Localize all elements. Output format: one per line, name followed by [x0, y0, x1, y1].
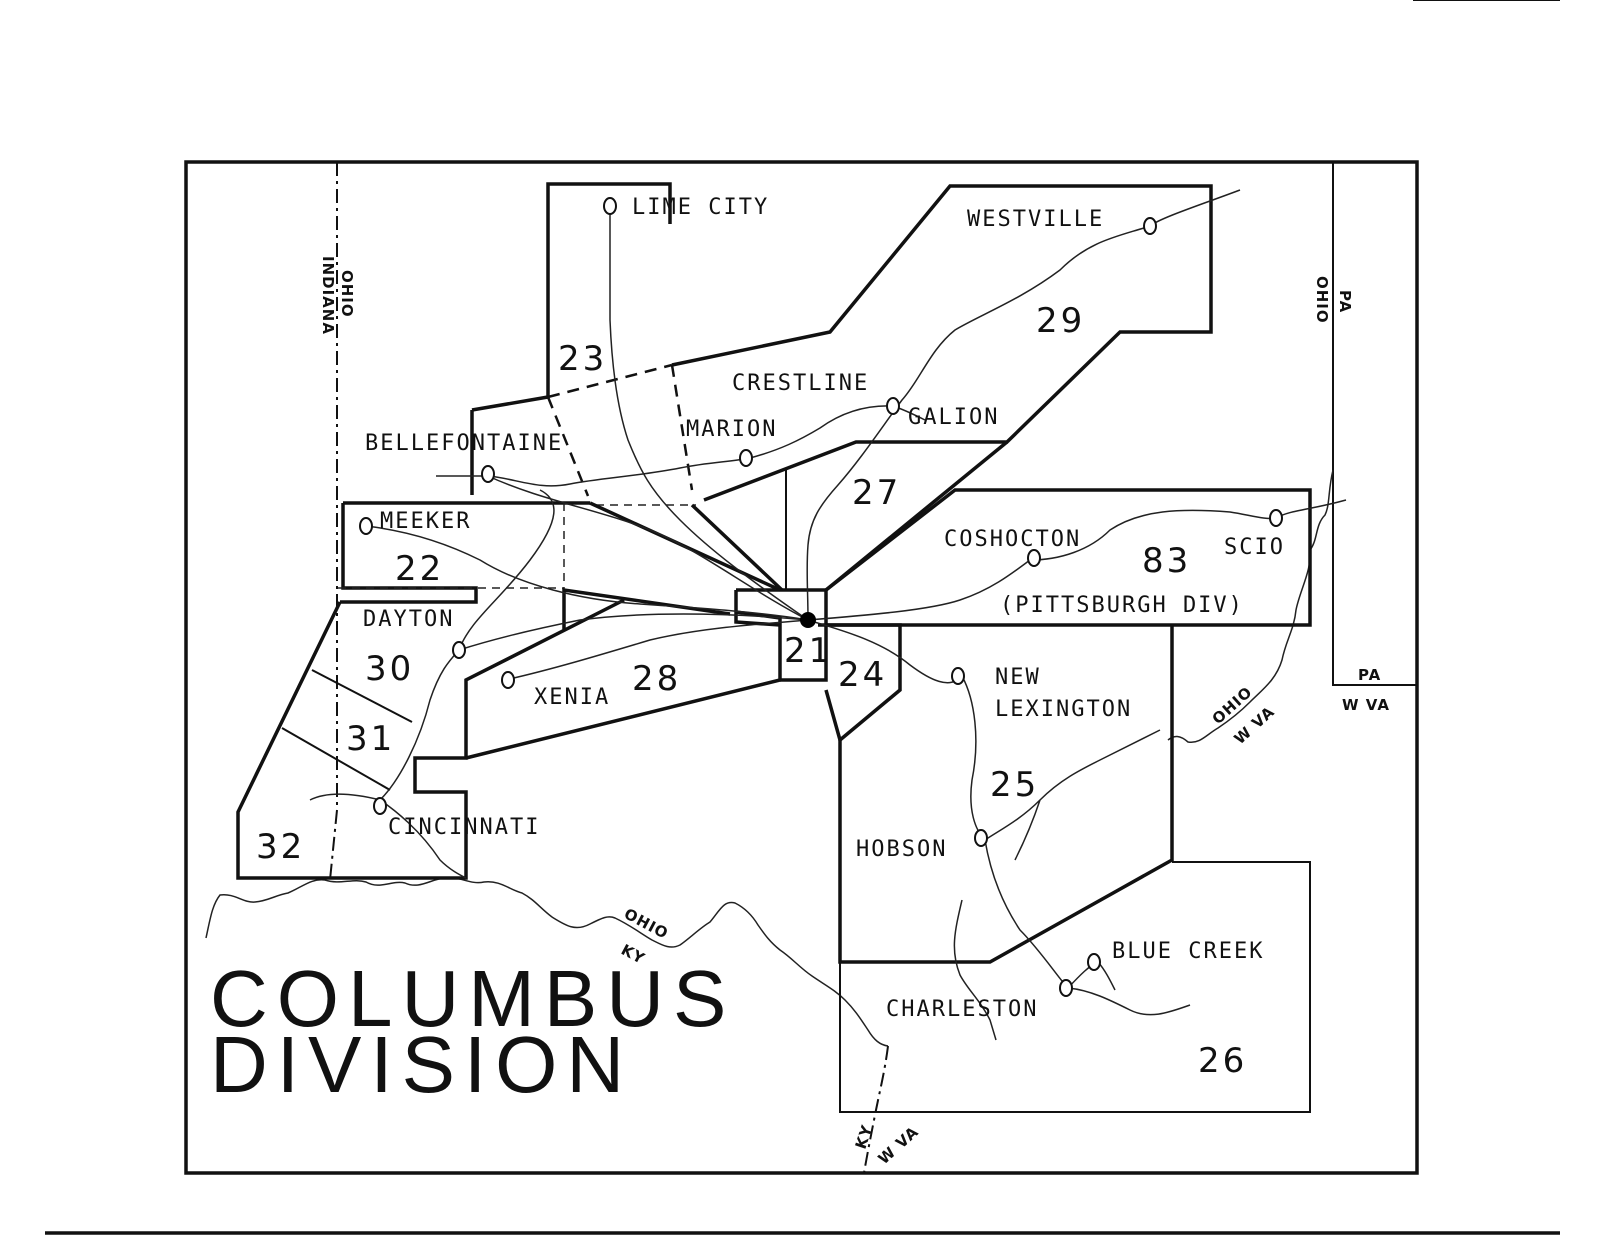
district-31-number: 31 [346, 719, 395, 759]
ohio-boundary-label: OHIO [338, 270, 356, 318]
pa-boundary-label-south: PA [1358, 666, 1381, 684]
district-28-boundary [465, 610, 782, 760]
town-markers [359, 197, 1283, 997]
district-28-number: 28 [632, 659, 681, 699]
new-label: NEW [995, 665, 1041, 690]
district-29-number: 29 [1036, 301, 1085, 341]
pittsburgh-div-label: (PITTSBURGH DIV) [1000, 593, 1244, 618]
rail-bellefontaine-galion [436, 405, 894, 487]
scio-marker [1269, 509, 1283, 527]
lime-city-label: LIME CITY [632, 195, 769, 220]
district-23-dash [547, 363, 673, 399]
galion-label: GALION [908, 405, 999, 430]
ohio-boundary-label-east: OHIO [1313, 276, 1331, 324]
title-line-1: COLUMBUS [210, 954, 735, 1043]
galion-marker [886, 397, 900, 415]
ohio-ky-river [205, 876, 889, 1047]
coshocton-label: COSHOCTON [944, 527, 1081, 552]
coshocton-marker [1027, 549, 1041, 567]
crestline-label: CRESTLINE [732, 371, 869, 396]
district-boundaries [236, 182, 1312, 1113]
district-21-number: 21 [784, 631, 833, 671]
wva-boundary-label: W VA [1342, 696, 1390, 714]
rail-lines [309, 189, 1347, 1041]
district-25-number: 25 [990, 765, 1039, 805]
hobson-marker [974, 829, 988, 847]
district-26-number: 26 [1198, 1041, 1247, 1081]
rail-bellefontaine-col [487, 475, 809, 621]
district-23-dash-left [546, 396, 590, 497]
district-32-number: 32 [256, 827, 305, 867]
district-23-dash-right [670, 364, 694, 491]
rail-lime-city [609, 206, 809, 621]
lexington-label: LEXINGTON [995, 697, 1132, 722]
district-29-27-spoke [824, 440, 1009, 592]
marion-label: MARION [686, 417, 777, 442]
ohio-wva-river [1167, 469, 1334, 744]
district-31-32-line [281, 727, 391, 791]
bellefontaine-marker [481, 465, 495, 483]
district-26-boundary [839, 861, 1311, 1113]
pa-boundary-label: PA [1336, 290, 1354, 313]
district-30-number: 30 [365, 649, 414, 689]
westville-label: WESTVILLE [967, 207, 1104, 232]
district-83-number: 83 [1142, 541, 1191, 581]
district-numbers: 21 22 23 24 25 26 27 28 29 30 31 32 83 [256, 301, 1247, 1081]
district-23-number: 23 [558, 339, 607, 379]
rail-westville [806, 189, 1241, 621]
district-29-boundary [671, 184, 1213, 502]
district-22-number: 22 [395, 549, 444, 589]
xenia-marker [501, 671, 515, 689]
dayton-label: DAYTON [363, 607, 454, 632]
scio-label: SCIO [1224, 535, 1285, 560]
district-27-spokes [589, 501, 784, 592]
lime-city-marker [603, 197, 617, 215]
district-23-south [471, 395, 549, 412]
town-labels: LIME CITY WESTVILLE CRESTLINE GALION MAR… [363, 195, 1285, 1022]
district-24-boundary [824, 623, 902, 744]
ky-wva-line [863, 1045, 889, 1174]
rail-cincinnati-river [309, 793, 467, 879]
district-27-number: 27 [852, 473, 901, 513]
district-30-31-line [311, 669, 413, 723]
dayton-marker [452, 641, 466, 659]
map-frame [184, 160, 1419, 1175]
rail-dayton [458, 613, 809, 651]
state-boundaries [205, 162, 1417, 1174]
xenia-label: XENIA [534, 685, 610, 710]
marion-marker [739, 449, 753, 467]
new-lexington-marker [951, 667, 965, 685]
district-22-boundary [340, 501, 590, 604]
district-24-number: 24 [838, 655, 887, 695]
charleston-marker [1059, 979, 1073, 997]
title-line-2: DIVISION [210, 1020, 633, 1109]
blue-creek-label: BLUE CREEK [1112, 939, 1264, 964]
district-25-boundary [838, 625, 1174, 964]
ky-wva-wva-label: W VA [875, 1122, 923, 1167]
meeker-marker [359, 517, 373, 535]
bellefontaine-label: BELLEFONTAINE [365, 431, 563, 456]
district-23-boundary [546, 182, 672, 397]
map-title: COLUMBUS DIVISION [210, 954, 735, 1109]
blue-creek-marker [1087, 953, 1101, 971]
ohio-pa-line [1332, 162, 1417, 686]
ohio-indiana-line [329, 162, 338, 881]
charleston-label: CHARLESTON [886, 997, 1038, 1022]
hobson-label: HOBSON [856, 837, 947, 862]
cincinnati-label: CINCINNATI [388, 815, 540, 840]
meeker-label: MEEKER [380, 509, 471, 534]
columbus-marker [800, 612, 816, 628]
cincinnati-marker [373, 797, 387, 815]
district-83-boundary [818, 488, 1312, 627]
rail-meeker [365, 525, 809, 621]
indiana-boundary-label: INDIANA [319, 256, 337, 335]
westville-marker [1143, 217, 1157, 235]
rail-xenia [504, 619, 809, 681]
rail-hobson-branch [984, 729, 1161, 861]
